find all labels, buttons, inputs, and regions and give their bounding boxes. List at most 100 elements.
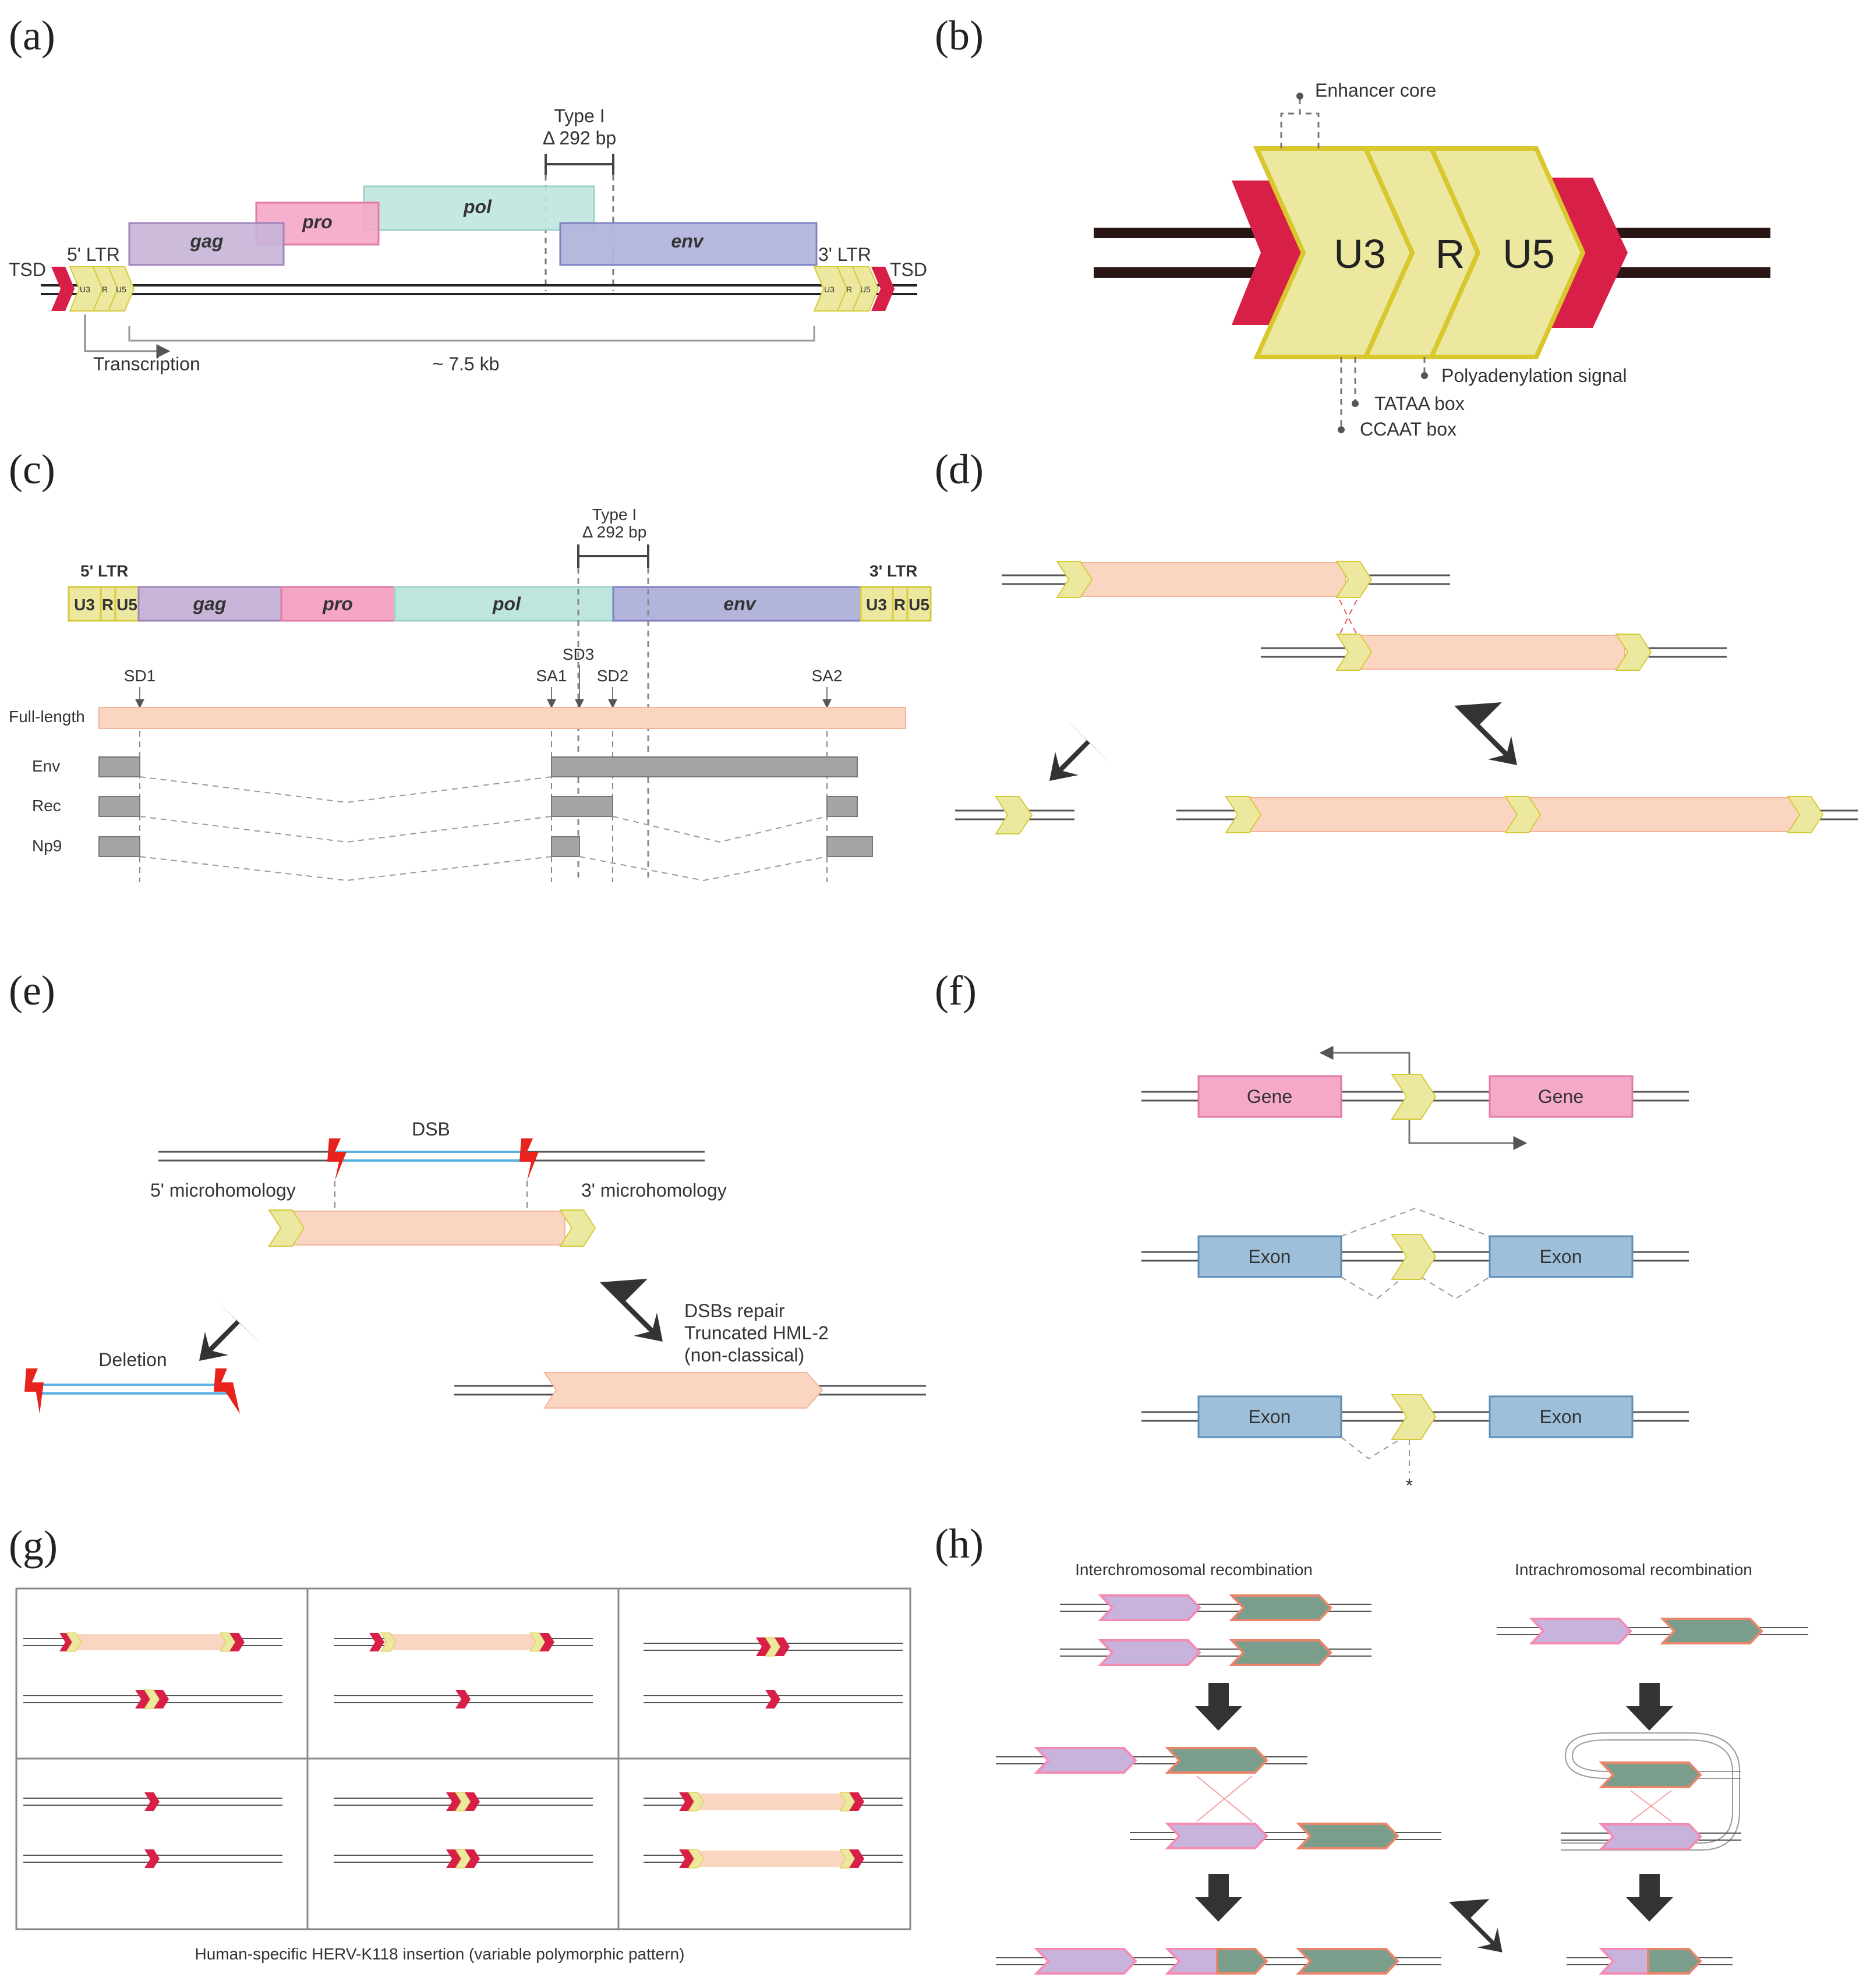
panel-f-gene-right-label: Gene bbox=[1538, 1086, 1583, 1107]
panel-h-inter-arrow-1 bbox=[1195, 1683, 1242, 1731]
panel-d-solo-ltr bbox=[995, 796, 1033, 834]
panel-f-row2-splice-bottom-2 bbox=[1420, 1276, 1490, 1300]
panel-d-mid-ltr-left bbox=[1335, 634, 1373, 671]
panel-e-truncated-element bbox=[543, 1372, 823, 1409]
panel-c-sa1-label: SA1 bbox=[536, 667, 567, 685]
panel-h-intra-green bbox=[1660, 1618, 1763, 1644]
panel-c-np9-intron-2 bbox=[579, 856, 828, 882]
panel-a-length-bracket bbox=[128, 326, 815, 342]
panel-g: (g) bbox=[9, 1522, 911, 1963]
panel-c-gag-box bbox=[137, 586, 282, 622]
panel-a-transcription-label: Transcription bbox=[93, 353, 200, 374]
panel-c-rec-exon-2 bbox=[551, 796, 613, 817]
panel-b-tataa-label: TATAA box bbox=[1374, 393, 1465, 414]
panel-h-result-chimera-green bbox=[1216, 1948, 1268, 1975]
panel-c-5ltr-u5-text: U5 bbox=[116, 596, 137, 614]
panel-h-mis1-purple bbox=[1034, 1747, 1137, 1774]
panel-g-cell-6 bbox=[644, 1792, 903, 1869]
panel-b-tataa-dot bbox=[1352, 400, 1359, 407]
panel-h-intra-result-purple bbox=[1599, 1948, 1649, 1975]
panel-h-intra-cross-2 bbox=[1630, 1790, 1672, 1822]
panel-b-r-label: R bbox=[1436, 231, 1465, 277]
panel-b-u3-label: U3 bbox=[1334, 231, 1385, 277]
panel-g-c2-tsd-1 bbox=[369, 1633, 384, 1651]
panel-g-c1-ltr-1 bbox=[66, 1632, 82, 1652]
panel-c-5ltr-label: 5' LTR bbox=[80, 562, 128, 580]
panel-d-mid-ltr-right bbox=[1615, 634, 1652, 671]
panel-c-type-i-label: Type I bbox=[592, 505, 637, 523]
panel-a-tsd-left: TSD bbox=[9, 259, 46, 280]
panel-c-gag-label: gag bbox=[193, 593, 227, 614]
panel-c-env-intron bbox=[139, 776, 552, 804]
panel-a-5ltr-u5 bbox=[107, 266, 135, 312]
panel-h-loop-green bbox=[1599, 1761, 1702, 1788]
panel-a-gag-box bbox=[128, 222, 285, 266]
panel-c-pro-box bbox=[280, 586, 396, 622]
panel-c-rec-row-label: Rec bbox=[32, 797, 61, 815]
panel-h-loop-purple bbox=[1599, 1823, 1702, 1850]
panel-h-mis2-purple bbox=[1165, 1823, 1268, 1849]
panel-f-row3-stop-star: * bbox=[1406, 1475, 1413, 1496]
panel-e-dsb-bolt-left bbox=[327, 1138, 347, 1181]
panel-e: (e) DSB 5' microhomology 3' microhomolog… bbox=[9, 967, 926, 1414]
panel-f-row2-exon-left bbox=[1197, 1235, 1342, 1278]
panel-g-c1-solo-tsd-1 bbox=[135, 1690, 150, 1708]
panel-f-row3-exon-right-label: Exon bbox=[1540, 1406, 1582, 1427]
panel-c-label: (c) bbox=[9, 446, 55, 493]
panel-h-inter-arrow-2 bbox=[1195, 1874, 1242, 1922]
panel-h-intra-label: Intrachromosomal recombination bbox=[1515, 1561, 1752, 1579]
panel-c-env-exon-2 bbox=[551, 756, 858, 777]
panel-g-cell-5 bbox=[334, 1792, 593, 1869]
panel-b-tsd-left bbox=[1232, 181, 1302, 325]
panel-c-3ltr-r-text: R bbox=[894, 596, 906, 614]
panel-a-tsd-left-arrow bbox=[51, 267, 75, 311]
panel-a: (a) Type I Δ 292 bp pol pro gag env TSD … bbox=[9, 12, 927, 374]
panel-f-label: (f) bbox=[935, 967, 977, 1014]
panel-f-row3-exon-left-label: Exon bbox=[1249, 1406, 1291, 1427]
panel-d-arrow-left bbox=[1049, 718, 1112, 781]
panel-h-mis2-green bbox=[1296, 1823, 1399, 1849]
panel-g-c6-tsd-1 bbox=[679, 1792, 694, 1811]
panel-e-arrow-right bbox=[600, 1279, 663, 1342]
panel-g-c4-empty-tsd-2 bbox=[144, 1849, 160, 1868]
panel-a-type-i-label: Type I bbox=[554, 105, 605, 126]
panel-c-sd2-label: SD2 bbox=[597, 667, 628, 685]
panel-g-c6-tsd-2 bbox=[849, 1792, 864, 1811]
panel-e-element-ltr-right bbox=[559, 1209, 596, 1247]
panel-f-row2-splice-top bbox=[1341, 1207, 1490, 1237]
panel-a-pol-box bbox=[363, 185, 595, 231]
panel-a-5ltr-u5-text: U5 bbox=[116, 285, 126, 294]
panel-c-np9-exon-2 bbox=[551, 836, 580, 857]
panel-g-caption: Human-specific HERV-K118 insertion (vari… bbox=[195, 1945, 685, 1963]
panel-e-deletion-label: Deletion bbox=[98, 1349, 167, 1370]
panel-h-inter2-purple bbox=[1098, 1639, 1201, 1666]
panel-c-env-exon-1 bbox=[98, 756, 140, 777]
panel-h-inter1-green bbox=[1229, 1594, 1332, 1621]
panel-h-inter1-purple bbox=[1098, 1594, 1201, 1621]
panel-b-ccaat-label: CCAAT box bbox=[1360, 419, 1457, 440]
panel-d-tandem-ltr-1 bbox=[1225, 796, 1262, 833]
panel-h-mis1-green bbox=[1165, 1747, 1268, 1774]
panel-a-tsd-right-arrow bbox=[871, 267, 895, 311]
panel-e-arrow-left bbox=[199, 1298, 262, 1361]
panel-e-deletion-bolt-left bbox=[24, 1368, 44, 1414]
panel-h-intra-arrow-1 bbox=[1626, 1683, 1673, 1731]
panel-h-result-chimera-purple bbox=[1165, 1948, 1218, 1975]
panel-f-row2-exon-left-label: Exon bbox=[1249, 1246, 1291, 1267]
panel-e-deletion-bolt-right bbox=[214, 1368, 240, 1414]
panel-f-row2-ltr bbox=[1391, 1234, 1437, 1280]
panel-g-c1-tsd-2 bbox=[229, 1633, 245, 1651]
panel-f-row2-splice-bottom-1 bbox=[1341, 1276, 1404, 1300]
panel-c-rec-exon-3 bbox=[826, 796, 858, 817]
panel-e-repair-line3: (non-classical) bbox=[684, 1345, 804, 1366]
panel-g-cell-1 bbox=[23, 1632, 282, 1709]
panel-c-rec-intron-2 bbox=[612, 816, 828, 843]
panel-h-inter-label: Interchromosomal recombination bbox=[1075, 1561, 1313, 1579]
panel-h-intra-chrom bbox=[1497, 1618, 1808, 1644]
panel-g-c2-ltr-1 bbox=[380, 1632, 397, 1652]
panel-e-element-ltr-left bbox=[268, 1209, 305, 1247]
panel-f-row2-exon-right bbox=[1489, 1235, 1634, 1278]
panel-f-gene-left bbox=[1197, 1075, 1342, 1118]
panel-g-c3-tsd-2 bbox=[775, 1637, 790, 1656]
panel-a-3ltr-u5-text: U5 bbox=[860, 285, 871, 294]
